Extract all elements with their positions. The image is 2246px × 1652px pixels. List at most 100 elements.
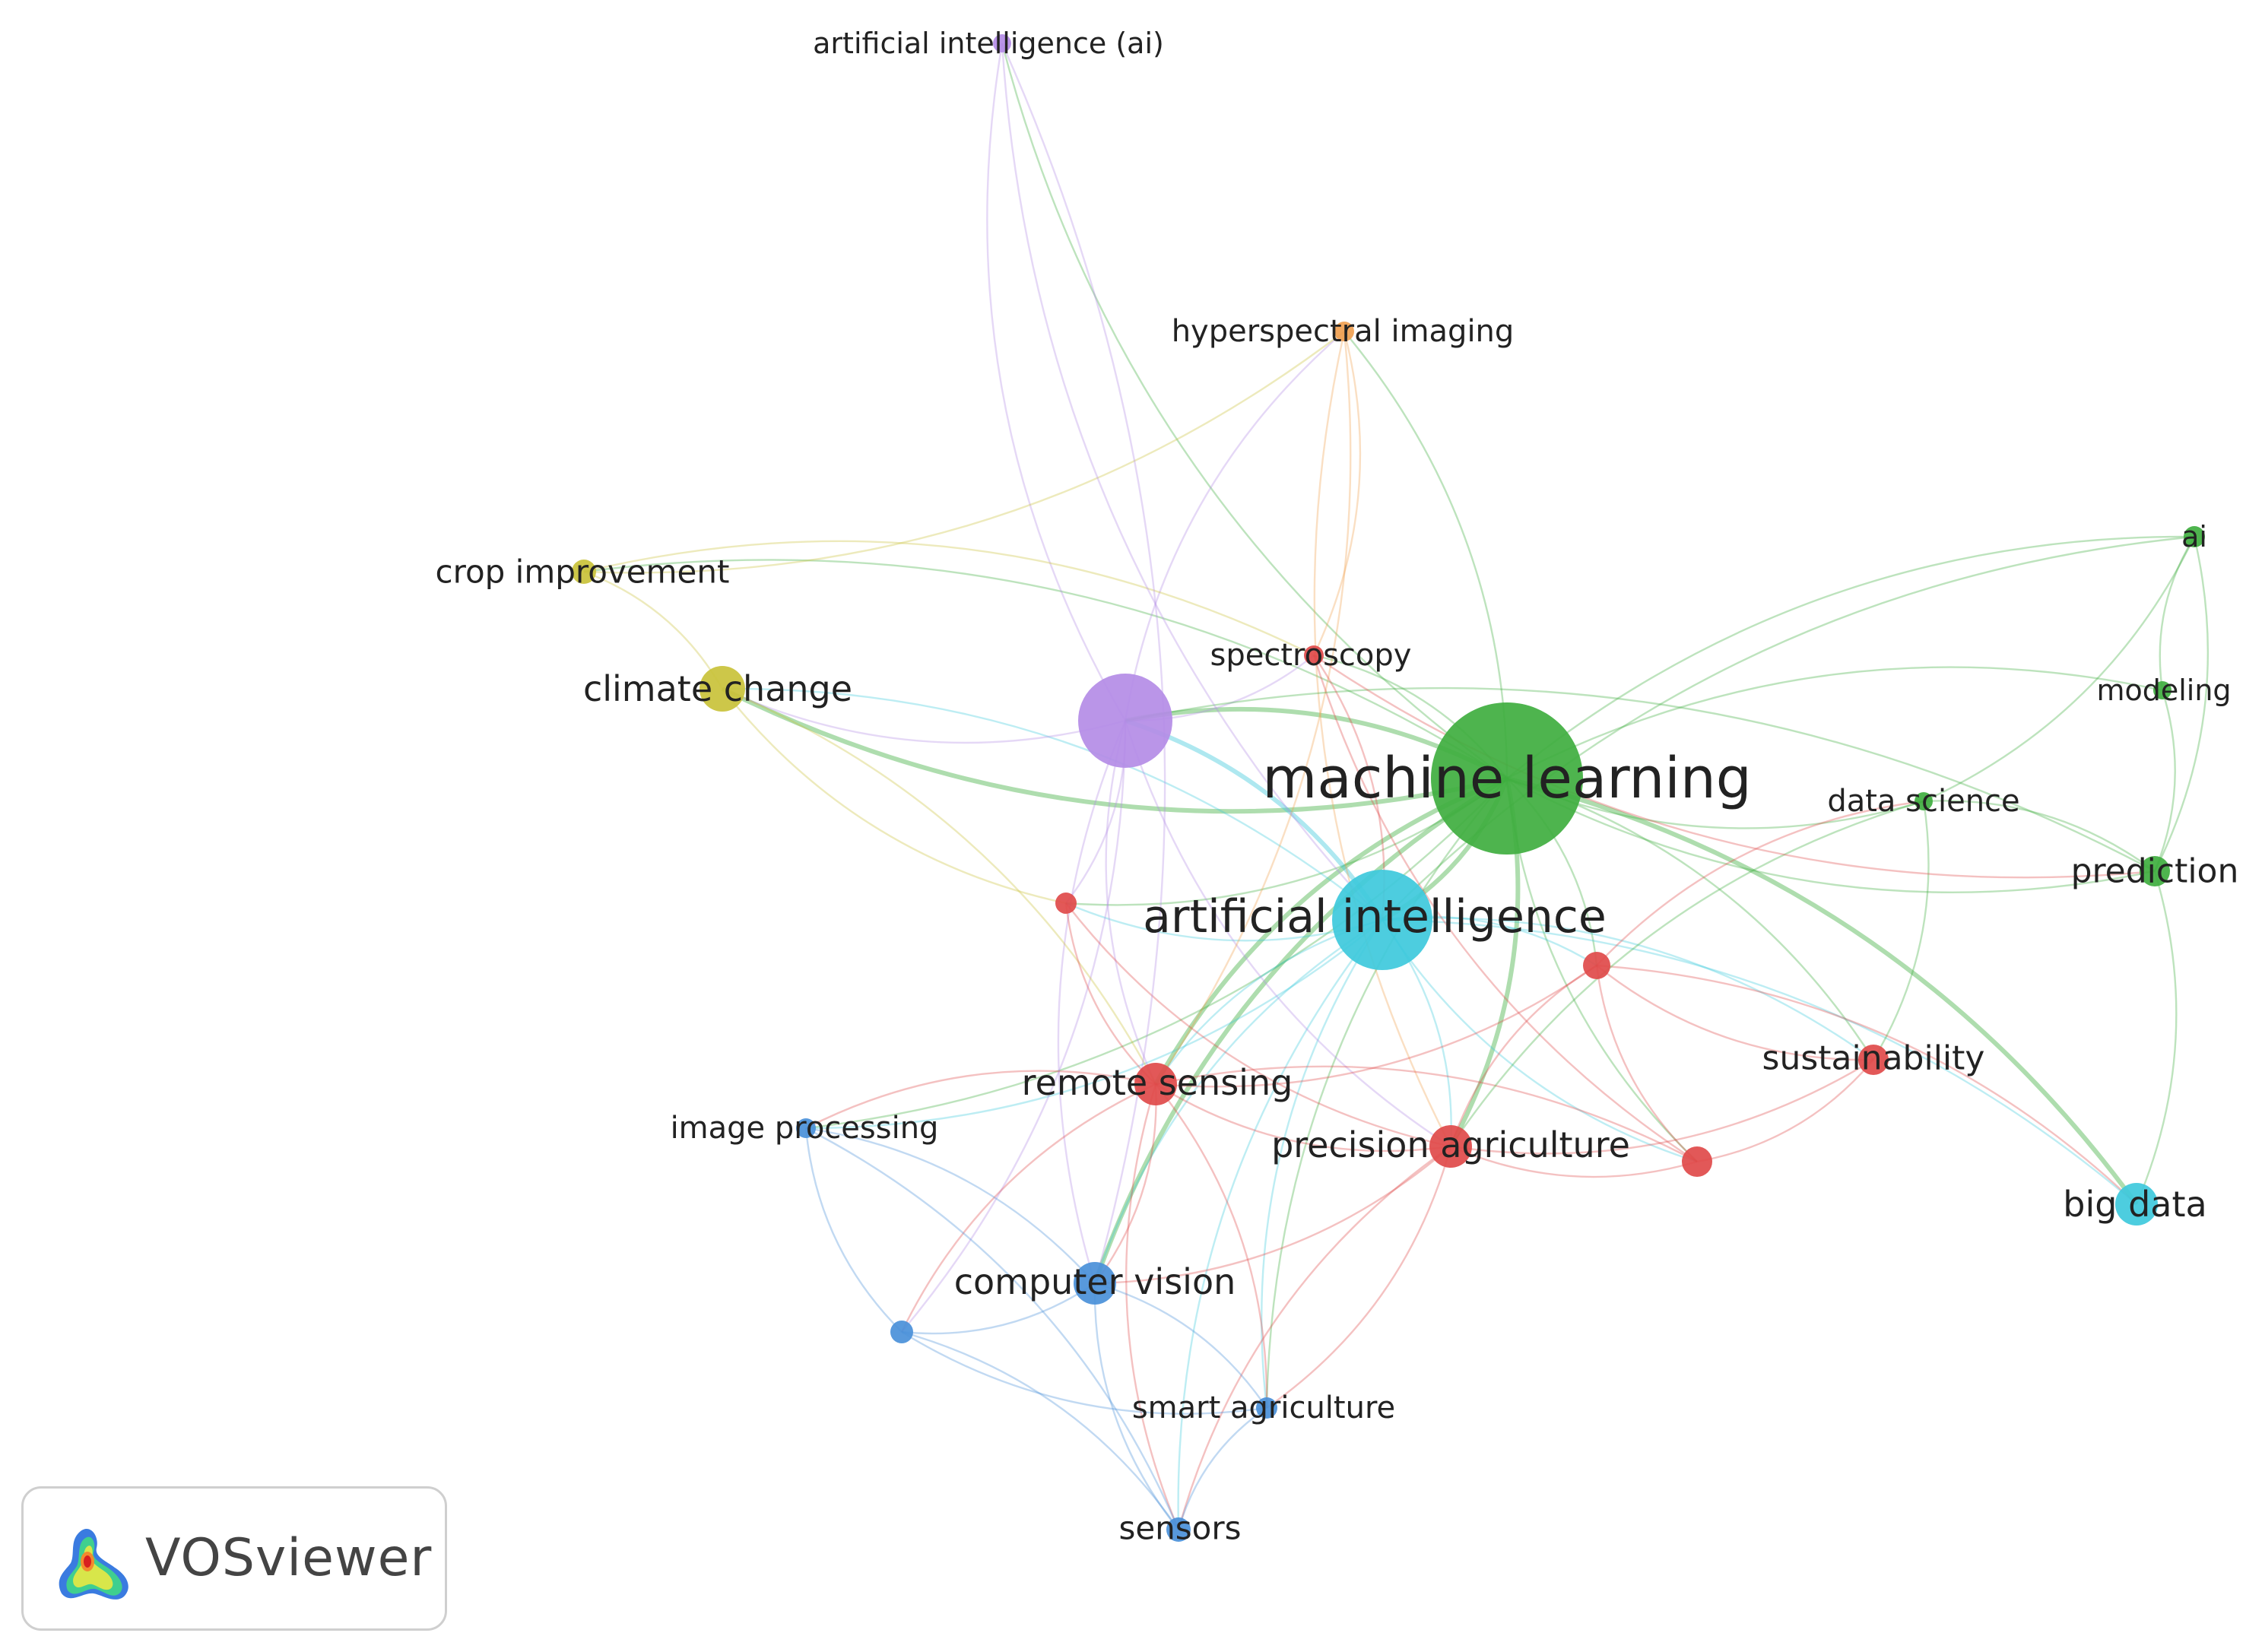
edge-climate-change-red-node-1	[722, 688, 1067, 905]
node-artificial-intelligence[interactable]	[1332, 870, 1432, 970]
edge-precision-agriculture-smart-agriculture	[1266, 1146, 1452, 1409]
label-modeling: modeling	[2096, 674, 2231, 707]
node-machine-learning[interactable]	[1431, 702, 1583, 855]
vosviewer-logo-icon	[59, 1529, 128, 1600]
node-precision-agriculture[interactable]	[1429, 1125, 1472, 1168]
label-artificial-intelligence-ai: artificial intelligence (ai)	[813, 27, 1164, 60]
node-sustainability[interactable]	[1858, 1045, 1889, 1075]
edge-purple-hub-computer-vision	[1057, 720, 1127, 1284]
edge-red-node-3-data-science	[1596, 800, 1924, 966]
edge-remote-sensing-red-node-1	[1064, 902, 1156, 1085]
edge-artificial-intelligence-big-data	[1382, 918, 2137, 1205]
node-layer	[572, 34, 2205, 1542]
edge-precision-agriculture-red-node-2	[1450, 1145, 1698, 1178]
label-big-data: big data	[2063, 1184, 2206, 1225]
label-prediction: prediction	[2071, 852, 2239, 891]
label-remote-sensing: remote sensing	[1022, 1062, 1293, 1103]
edge-artificial-intelligence-smart-agriculture	[1261, 919, 1384, 1409]
edge-hyperspectral-imaging-precision-agriculture	[1313, 331, 1452, 1147]
node-red-node-2[interactable]	[1682, 1146, 1712, 1177]
edge-blue-node-1-smart-agriculture	[901, 1330, 1267, 1415]
edge-red-node-3-sustainability	[1596, 965, 1874, 1061]
node-blue-node-1[interactable]	[890, 1321, 913, 1343]
edge-remote-sensing-image-processing	[805, 1070, 1156, 1130]
edge-machine-learning-artificial-intelligence-ai	[1001, 43, 1508, 779]
label-computer-vision: computer vision	[954, 1261, 1236, 1302]
edge-smart-agriculture-sensors	[1177, 1407, 1267, 1530]
edge-artificial-intelligence-red-node-2	[1381, 919, 1698, 1163]
label-smart-agriculture: smart agriculture	[1132, 1390, 1395, 1425]
node-spectroscopy[interactable]	[1304, 645, 1324, 665]
edge-artificial-intelligence-climate-change	[722, 687, 1383, 921]
edge-remote-sensing-computer-vision	[1094, 1083, 1157, 1284]
edge-blue-node-1-sensors	[901, 1330, 1179, 1530]
edge-purple-hub-remote-sensing	[1105, 720, 1157, 1085]
edge-purple-hub-artificial-intelligence-ai	[986, 43, 1127, 721]
edge-modeling-prediction	[2153, 690, 2176, 872]
edge-climate-change-remote-sensing	[722, 687, 1157, 1085]
edge-machine-learning-modeling	[1506, 666, 2163, 780]
edge-computer-vision-blue-node-1	[901, 1283, 1096, 1335]
edge-prediction-data-science	[1923, 800, 2156, 872]
edge-red-node-3-red-node-2	[1595, 965, 1698, 1162]
node-artificial-intelligence-ai[interactable]	[993, 34, 1011, 52]
node-data-science[interactable]	[1914, 792, 1933, 810]
edge-computer-vision-sensors	[1093, 1283, 1179, 1530]
edge-purple-hub-hyperspectral-imaging	[1124, 331, 1345, 721]
label-ai: ai	[2181, 520, 2207, 553]
label-climate-change: climate change	[583, 668, 852, 709]
edge-remote-sensing-blue-node-1	[900, 1083, 1156, 1333]
node-hyperspectral-imaging[interactable]	[1334, 322, 1354, 341]
edge-ai-modeling	[2159, 536, 2196, 691]
node-sensors[interactable]	[1166, 1517, 1191, 1542]
vosviewer-logo-text: VOSviewer	[145, 1528, 433, 1588]
vosviewer-logo: VOSviewer	[21, 1486, 447, 1631]
edge-remote-sensing-sensors	[1125, 1083, 1180, 1530]
node-red-node-3[interactable]	[1583, 952, 1610, 979]
node-big-data[interactable]	[2115, 1183, 2158, 1226]
edge-artificial-intelligence-sustainability	[1382, 917, 1874, 1061]
edge-computer-vision-image-processing	[805, 1127, 1096, 1284]
node-remote-sensing[interactable]	[1134, 1063, 1177, 1105]
edge-machine-learning-big-data	[1506, 776, 2139, 1206]
edge-remote-sensing-smart-agriculture	[1155, 1083, 1268, 1409]
node-purple-hub[interactable]	[1078, 674, 1172, 768]
edge-machine-learning-crop-improvement	[583, 559, 1508, 780]
node-crop-improvement[interactable]	[572, 560, 596, 584]
node-red-node-1[interactable]	[1055, 893, 1077, 914]
edge-remote-sensing-precision-agriculture	[1155, 1083, 1451, 1153]
edge-purple-hub-precision-agriculture	[1124, 720, 1451, 1148]
edge-remote-sensing-red-node-3	[1155, 965, 1597, 1088]
label-sensors: sensors	[1118, 1510, 1241, 1547]
edge-red-node-2-sustainability	[1696, 1059, 1874, 1163]
node-computer-vision[interactable]	[1074, 1262, 1116, 1305]
edge-spectroscopy-prediction	[1313, 655, 2156, 879]
node-prediction[interactable]	[2140, 856, 2170, 886]
label-artificial-intelligence: artificial intelligence	[1143, 890, 1607, 943]
node-ai[interactable]	[2184, 526, 2205, 547]
edge-purple-hub-climate-change	[722, 687, 1126, 744]
edge-crop-improvement-hyperspectral-imaging	[583, 331, 1345, 574]
edge-machine-learning-climate-change	[721, 686, 1508, 814]
edge-data-science-sustainability	[1872, 801, 1930, 1061]
edge-crop-improvement-spectroscopy	[583, 540, 1315, 657]
edge-precision-agriculture-sustainability	[1450, 1058, 1874, 1155]
node-modeling[interactable]	[2153, 681, 2171, 699]
edge-precision-agriculture-red-node-3	[1449, 964, 1597, 1147]
label-precision-agriculture: precision agriculture	[1271, 1124, 1630, 1165]
edge-machine-learning-computer-vision	[1093, 776, 1508, 1284]
label-sustainability: sustainability	[1762, 1039, 1985, 1078]
edge-data-science-precision-agriculture	[1450, 800, 1924, 1147]
edge-image-processing-blue-node-1	[804, 1127, 903, 1333]
edge-machine-learning-image-processing	[805, 778, 1508, 1130]
node-image-processing[interactable]	[796, 1118, 816, 1138]
edge-artificial-intelligence-image-processing	[805, 919, 1383, 1130]
edge-precision-agriculture-computer-vision	[1094, 1146, 1451, 1285]
node-climate-change[interactable]	[699, 666, 745, 712]
edge-machine-learning-smart-agriculture	[1265, 778, 1508, 1409]
node-smart-agriculture[interactable]	[1256, 1397, 1277, 1419]
edge-image-processing-sensors	[805, 1127, 1180, 1530]
edge-machine-learning-ai	[1506, 535, 2195, 779]
edge-hyperspectral-imaging-spectroscopy	[1312, 331, 1362, 656]
edge-computer-vision-smart-agriculture	[1094, 1282, 1267, 1409]
